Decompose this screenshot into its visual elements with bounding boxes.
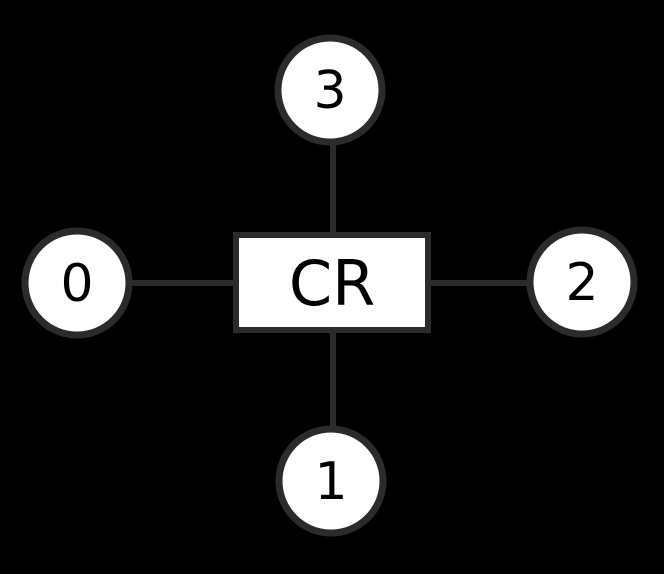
node-n1-circle[interactable] — [275, 425, 387, 537]
node-cr[interactable]: CR — [233, 232, 431, 333]
node-n3[interactable]: 3 — [274, 34, 386, 146]
nodes-layer: CR 0 1 2 3 — [21, 34, 638, 537]
edges-layer — [129, 140, 531, 430]
node-n1-label: 1 — [314, 452, 347, 512]
node-n3-label: 3 — [313, 61, 346, 121]
node-n0-circle[interactable] — [21, 227, 133, 339]
node-cr-rect[interactable] — [233, 232, 431, 333]
node-n2-circle[interactable] — [526, 226, 638, 338]
node-n0[interactable]: 0 — [21, 227, 133, 339]
node-n1[interactable]: 1 — [275, 425, 387, 537]
node-n2[interactable]: 2 — [526, 226, 638, 338]
node-n3-circle[interactable] — [274, 34, 386, 146]
node-cr-label: CR — [289, 247, 375, 320]
node-n2-label: 2 — [565, 253, 598, 313]
node-n0-label: 0 — [60, 254, 93, 314]
